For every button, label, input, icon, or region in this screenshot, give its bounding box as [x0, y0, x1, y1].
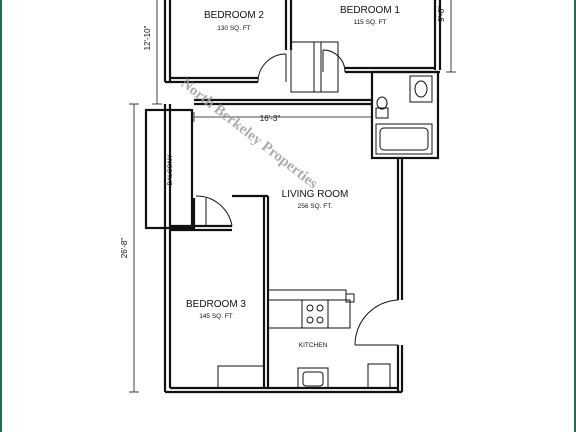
- main-walls: [144, 98, 404, 394]
- bedroom3-area: 145 SQ. FT: [199, 313, 233, 320]
- bedroom2-area: 130 SQ. FT: [217, 25, 251, 32]
- kitchen-label: KITCHEN: [299, 342, 328, 349]
- bedroom1-label: BEDROOM 1: [340, 5, 400, 16]
- bedroom1-area: 115 SQ. FT: [353, 19, 386, 26]
- living-room-area: 256 SQ. FT.: [298, 203, 333, 210]
- bathroom: [370, 70, 440, 160]
- dimension-top-right: 9'-6": [437, 6, 446, 22]
- dimension-top-left: 12'-10": [143, 25, 152, 50]
- living-room-label: LIVING ROOM: [282, 189, 349, 200]
- dimension-living-width: 16'-3": [260, 114, 281, 123]
- dimension-lines: [129, 0, 456, 393]
- dimension-left-height: 26'-8": [120, 238, 129, 259]
- bedroom2-label: BEDROOM 2: [204, 10, 264, 21]
- balcony-label: BALCONY: [167, 154, 174, 186]
- bedroom3-label: BEDROOM 3: [186, 299, 246, 310]
- watermark-text: North Berkeley Properties: [178, 76, 321, 193]
- kitchen-fixtures: [267, 289, 391, 389]
